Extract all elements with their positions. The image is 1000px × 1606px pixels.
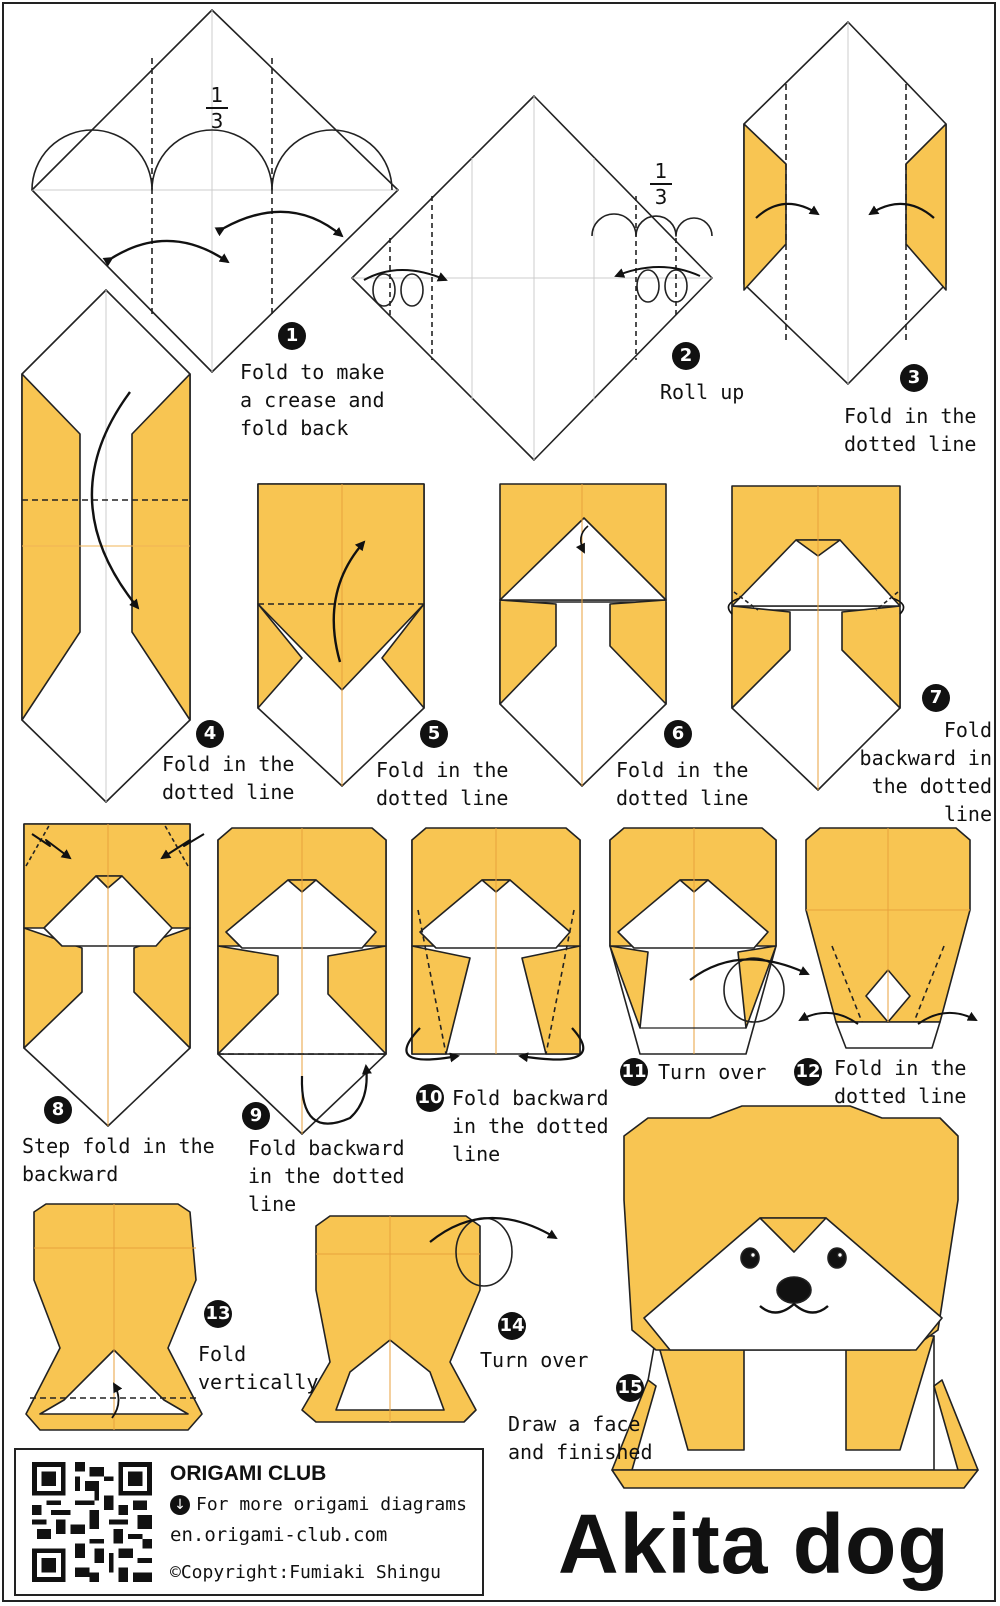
step-15-number: 15: [616, 1374, 644, 1402]
step-7-figure: [727, 485, 905, 791]
step-5-label: Fold in the dotted line: [376, 758, 509, 810]
step-2-number: 2: [672, 342, 700, 370]
step-6-label: Fold in the dotted line: [616, 758, 749, 810]
step-9-label: Fold backward in the dotted line: [248, 1136, 405, 1216]
step-11-figure: [609, 827, 810, 1055]
step-5-figure: [257, 483, 425, 787]
step-15-label: Draw a face and finished: [508, 1412, 653, 1464]
step-3-label: Fold in the dotted line: [844, 404, 977, 456]
more-diagrams-link[interactable]: ↓ For more origami diagrams: [170, 1494, 467, 1515]
step-7-label: Fold backward in the dotted line: [859, 718, 992, 826]
step-14-figure: [301, 1215, 558, 1423]
step-10-figure: [405, 827, 585, 1063]
step-1-number: 1: [278, 322, 306, 350]
step-8-label: Step fold in the backward: [22, 1134, 215, 1186]
step-8-figure: [23, 823, 205, 1127]
step-3-figure: [743, 21, 947, 385]
step-2-figure: [351, 95, 713, 461]
step-14-label: Turn over: [480, 1348, 589, 1372]
download-arrow-icon: ↓: [170, 1494, 190, 1515]
club-url-link[interactable]: en.origami-club.com: [170, 1524, 388, 1546]
page-title: Akita dog: [558, 1497, 950, 1591]
step-10-number: 10: [416, 1084, 444, 1112]
step-9-number: 9: [242, 1102, 270, 1130]
origami-club-box: ORIGAMI CLUB ↓ For more origami diagrams…: [14, 1448, 484, 1596]
step-4-figure: [21, 289, 191, 803]
step-6-figure: [499, 483, 667, 787]
step-5-number: 5: [420, 720, 448, 748]
step-4-label: Fold in the dotted line: [162, 752, 295, 804]
step-12-figure: [798, 827, 978, 1049]
qr-code-icon[interactable]: [32, 1462, 152, 1582]
step-2-label: Roll up: [660, 380, 745, 404]
step-1-figure: [31, 9, 399, 373]
step-6-number: 6: [664, 720, 692, 748]
step-4-number: 4: [196, 720, 224, 748]
step-7-number: 7: [922, 684, 950, 712]
step-13-figure: [25, 1203, 203, 1431]
step-10-label: Fold backward in the dotted line: [452, 1086, 609, 1166]
step-13-number: 13: [204, 1300, 232, 1328]
step-12-label: Fold in the dotted line: [834, 1056, 967, 1108]
step-11-label: Turn over: [658, 1060, 767, 1084]
step-14-number: 14: [498, 1312, 526, 1340]
step-1-label: Fold to make a crease and fold back: [240, 360, 385, 440]
step-9-figure: [217, 827, 387, 1135]
more-diagrams-text: For more origami diagrams: [196, 1494, 467, 1515]
step-13-label: Fold vertically: [198, 1342, 319, 1394]
step-8-number: 8: [44, 1096, 72, 1124]
step-12-number: 12: [794, 1058, 822, 1086]
step-3-number: 3: [900, 364, 928, 392]
club-name: ORIGAMI CLUB: [170, 1462, 327, 1485]
step-15-finished-dog: [611, 1105, 979, 1489]
step-11-number: 11: [620, 1058, 648, 1086]
copyright-text: ©Copyright:Fumiaki Shingu: [170, 1562, 441, 1583]
